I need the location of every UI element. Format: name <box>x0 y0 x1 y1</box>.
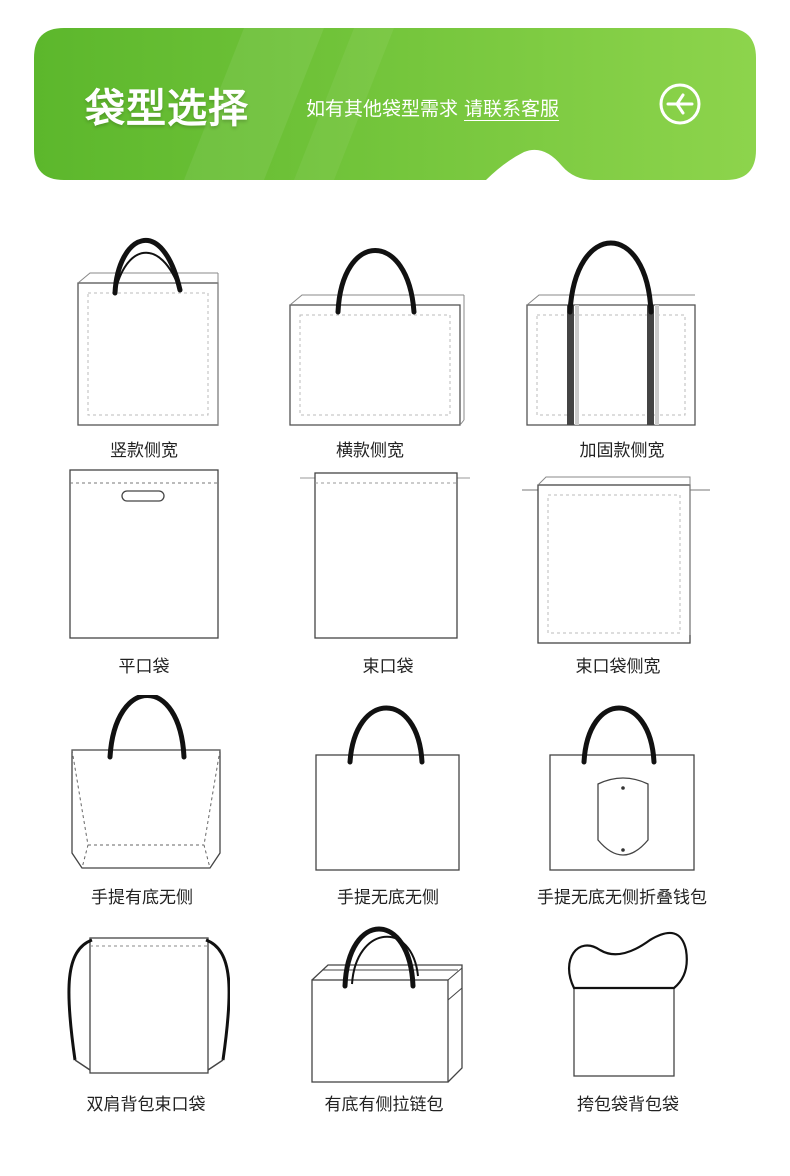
bag-label: 平口袋 <box>118 657 170 677</box>
bag-horizontal-side-gusset[interactable] <box>280 240 465 440</box>
bag-label: 束口袋侧宽 <box>575 657 661 677</box>
bag-label: 手提无底无侧 <box>337 888 439 908</box>
bag-zipper-bottom-side[interactable] <box>300 920 470 1120</box>
banner-subtitle: 如有其他袋型需求请联系客服 <box>306 94 559 121</box>
header-banner: 袋型选择 如有其他袋型需求请联系客服 <box>34 28 756 180</box>
bag-backpack-drawstring[interactable] <box>60 930 230 1130</box>
bag-label: 挎包袋背包袋 <box>577 1095 679 1115</box>
bag-drawstring[interactable] <box>295 465 470 665</box>
contact-service-link[interactable]: 请联系客服 <box>464 98 560 120</box>
bag-label: 手提无底无侧折叠钱包 <box>537 888 707 908</box>
subtitle-text: 如有其他袋型需求 <box>306 98 459 120</box>
bag-label: 有底有侧拉链包 <box>324 1095 444 1115</box>
banner-background <box>34 28 756 180</box>
bag-flat-die-cut[interactable] <box>65 465 235 665</box>
bag-drawstring-side-gusset[interactable] <box>520 465 710 665</box>
bag-label: 加固款侧宽 <box>579 441 665 461</box>
bag-vertical-side-gusset[interactable] <box>60 215 230 426</box>
bag-label: 双肩背包束口袋 <box>86 1095 206 1115</box>
bag-handle-bottom-no-side[interactable] <box>60 695 230 895</box>
bag-label: 竖款侧宽 <box>110 441 178 461</box>
page-title: 袋型选择 <box>85 86 249 132</box>
bag-handle-no-bottom-no-side[interactable] <box>300 700 470 900</box>
airplane-circle-icon[interactable] <box>657 81 703 127</box>
bag-label: 束口袋 <box>362 657 414 677</box>
bag-shoulder-backpack[interactable] <box>560 930 730 1130</box>
bag-label: 手提有底无侧 <box>91 888 193 908</box>
bag-reinforced-side-gusset[interactable] <box>515 240 696 440</box>
bag-label: 横款侧宽 <box>336 441 404 461</box>
bag-foldable-wallet[interactable] <box>538 700 708 900</box>
